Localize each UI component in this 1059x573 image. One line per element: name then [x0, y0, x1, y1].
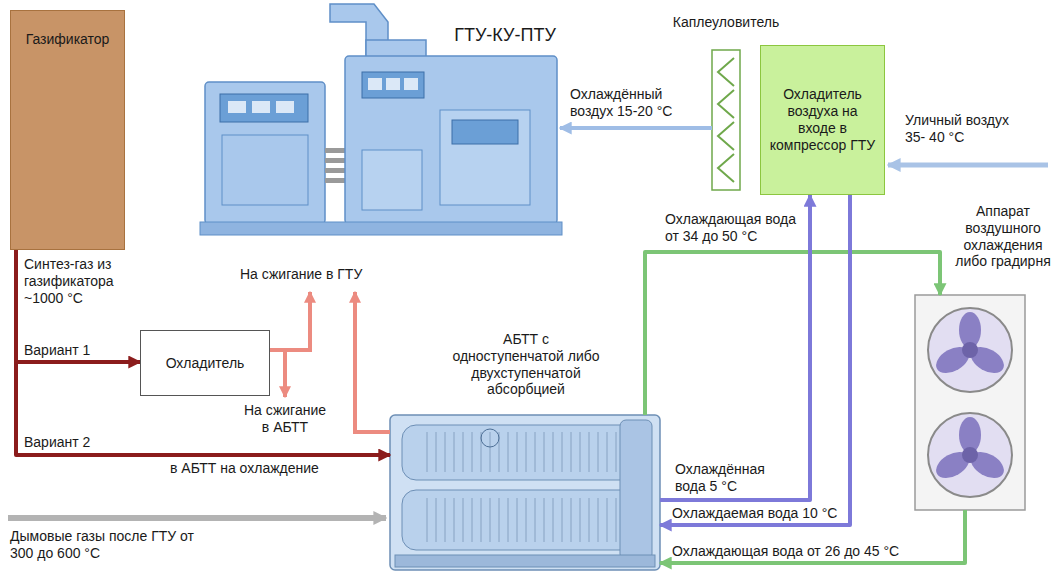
droplet-catcher-part — [718, 122, 734, 150]
absorption-chiller-part — [420, 498, 620, 542]
gtu-machine-part — [404, 78, 418, 90]
edge-label: Охлаждающая вода от 34 до 50 °C — [665, 211, 805, 245]
flow-connector — [660, 195, 810, 500]
gtu-machine-part — [362, 72, 424, 98]
gtu-machine-part — [345, 56, 557, 224]
cooling-fan-unit-part — [928, 308, 1012, 392]
flow-connector — [16, 250, 390, 455]
burn-chiller-label: На сжигание в АБТТ — [240, 402, 330, 436]
cooling-tower: Аппарат воздушного охлаждения либо гради… — [915, 295, 1025, 510]
gtu-machine-part — [222, 135, 308, 205]
edge-label: Вариант 1 — [24, 342, 124, 359]
absorption-chiller — [390, 415, 660, 570]
gtu-machine-part — [325, 178, 347, 183]
gtu-unit: ГТУ-КУ-ПТУ — [200, 55, 560, 235]
node-label: Охладитель воздуха на входе в компрессор… — [767, 86, 878, 153]
cooling-fan-unit-part-part — [962, 447, 978, 463]
node-heading: Аппарат воздушного охлаждения либо гради… — [955, 203, 1051, 270]
node-heading: АБТТ с одноступенчатой либо двухступенча… — [450, 331, 602, 398]
cooling-fan-unit-part-part — [928, 308, 1012, 392]
gtu-machine-part — [205, 82, 325, 224]
cooling-fan-unit-part — [928, 413, 1012, 497]
droplet-catcher: Каплеуловитель — [712, 50, 740, 190]
flow-connector — [16, 250, 140, 362]
gtu-machine-part — [386, 78, 400, 90]
cooling-fan-unit-part-part — [962, 342, 978, 358]
flow-connector — [660, 195, 850, 525]
gtu-machine-part — [362, 150, 422, 210]
edge-label: Охлаждаемая вода 10 °C — [672, 505, 837, 522]
flue-gas-label: Дымовые газы после ГТУ от 300 до 600 °C — [10, 528, 220, 562]
gtu-machine-part — [220, 94, 308, 122]
absorption-chiller-part — [390, 415, 660, 570]
absorption-chiller-part — [420, 432, 620, 472]
gtu-machine-part — [325, 148, 347, 153]
edge-label: Охлаждённая вода 5 °C — [675, 461, 795, 495]
absorption-chiller-part — [481, 429, 499, 447]
absorption-chiller-part — [402, 425, 642, 480]
cooling-fan-unit-part-part — [928, 413, 1012, 497]
flow-arrows-part — [283, 350, 287, 397]
gtu-machine-part — [325, 158, 347, 163]
node-heading: Каплеуловитель — [666, 14, 786, 31]
node-label: Охладитель — [166, 355, 245, 372]
flow-arrows-part — [8, 515, 386, 521]
droplet-catcher-part — [718, 154, 734, 182]
node-label: Газификатор — [26, 31, 110, 48]
absorption-chiller-part — [402, 490, 642, 550]
gtu-machine-part — [452, 120, 518, 144]
gtu-machine-part — [440, 110, 530, 205]
flow-connector — [645, 252, 940, 415]
chiller-cooling-label: в АБТТ на охлаждение — [170, 460, 319, 477]
cooling-fan-unit — [915, 295, 1025, 510]
droplet-catcher — [712, 50, 740, 190]
node-heading: ГТУ-КУ-ПТУ — [430, 25, 580, 47]
flow-connector — [560, 126, 712, 130]
inlet-air-cooler: Охладитель воздуха на входе в компрессор… — [760, 45, 885, 195]
gtu-machine-part — [368, 78, 382, 90]
absorption-chiller-part — [620, 420, 652, 560]
droplet-catcher-part — [712, 50, 740, 190]
gtu-machine-part — [200, 222, 562, 235]
absorption-chiller: АБТТ с одноступенчатой либо двухступенча… — [390, 415, 660, 570]
edge-label: Вариант 2 — [24, 434, 124, 451]
syngas-label: Синтез-газ из газификатора ~1000 °C — [24, 256, 132, 306]
burn-gtu-label: На сжигание в ГТУ — [240, 266, 362, 283]
gasifier-box: Газификатор — [10, 10, 125, 250]
outdoor-air-label: Уличный воздух 35- 40 °C — [905, 112, 1030, 146]
cooling-fan-unit-part — [915, 295, 1025, 510]
edge-label: Охлаждающая вода от 26 до 45 °C — [672, 543, 899, 560]
flow-arrows-part — [355, 292, 390, 432]
edge-label: Охлаждённый воздух 15-20 °C — [570, 86, 705, 120]
gas-cooler: Охладитель — [140, 330, 270, 396]
flow-arrows — [8, 165, 1048, 518]
gtu-machine-part — [325, 168, 347, 173]
droplet-catcher-part — [718, 58, 734, 86]
flow-arrows-part — [270, 292, 310, 350]
flow-arrows-part — [888, 163, 1048, 168]
absorption-chiller-part — [395, 555, 655, 567]
gtu-machine-part — [252, 101, 270, 113]
gtu-machine-part — [228, 101, 246, 113]
gtu-machine-part — [276, 101, 294, 113]
droplet-catcher-part — [718, 90, 734, 118]
